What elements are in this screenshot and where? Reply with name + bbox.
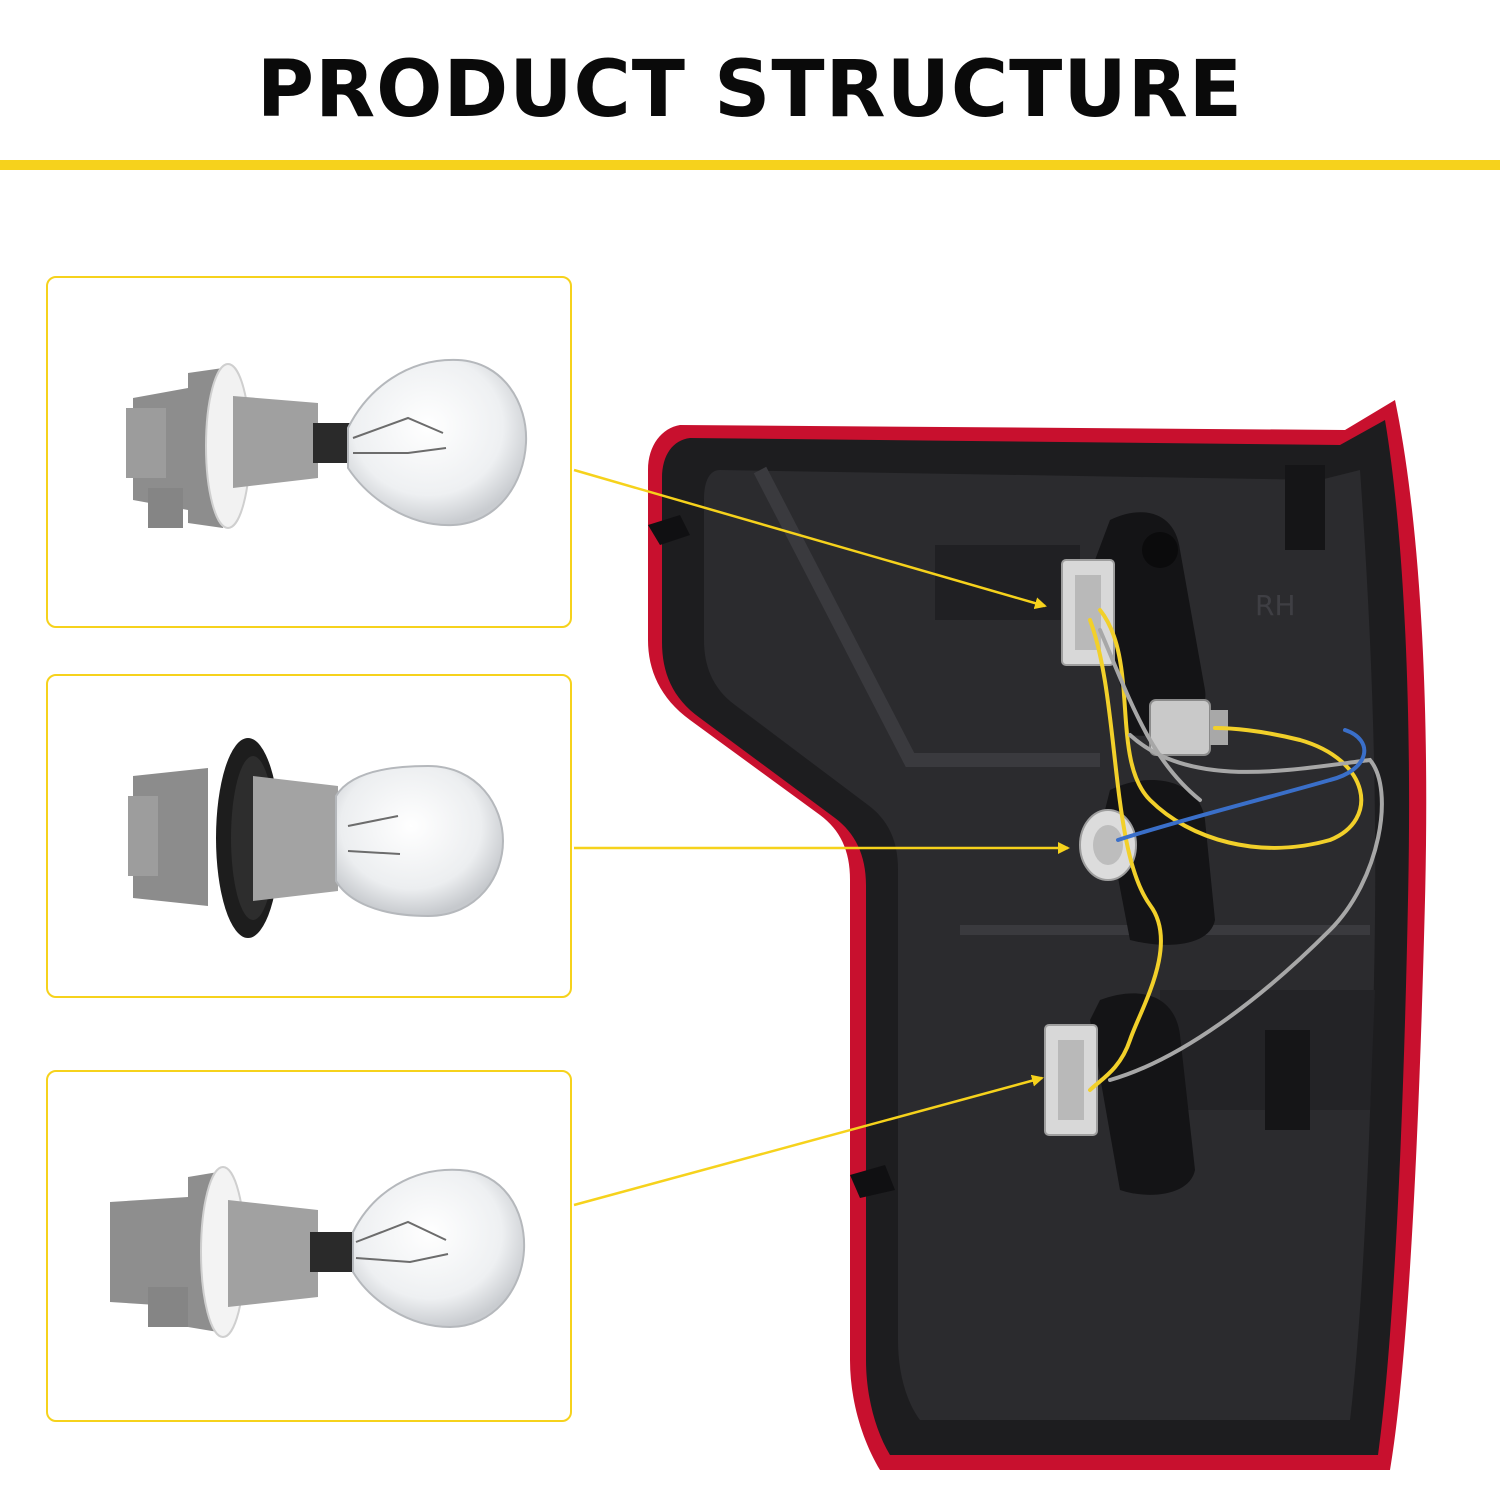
bulb-socket-icon [110, 1166, 526, 1338]
embossed-rh-label: RH [1255, 589, 1296, 622]
lower-socket [1044, 993, 1195, 1195]
bulb-socket-icon [128, 738, 505, 938]
page-title: PRODUCT STRUCTURE [256, 45, 1244, 135]
wiring-harness [1088, 608, 1384, 1092]
callout-box-upper-bulb [46, 276, 572, 628]
title-divider [0, 160, 1500, 170]
bulb-socket-icon [126, 358, 528, 529]
arrow-upper [573, 468, 1047, 609]
arrow-lower [573, 1074, 1044, 1207]
wire-connector [1149, 699, 1228, 756]
callout-box-lower-bulb [46, 1070, 572, 1422]
callout-box-middle-bulb [46, 674, 572, 998]
